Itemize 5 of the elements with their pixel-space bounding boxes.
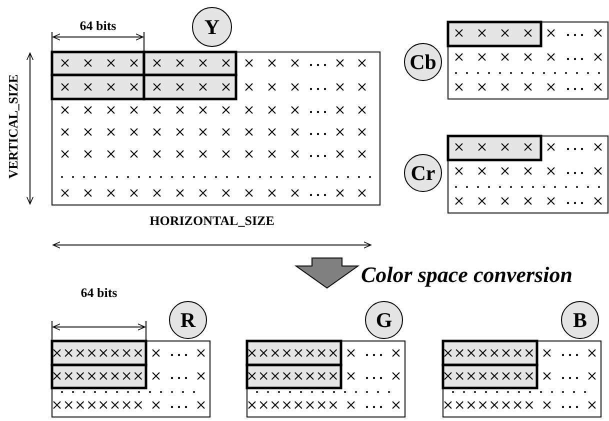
- step-label: Color space conversion: [361, 264, 572, 286]
- dimension-label: 64 bits: [80, 286, 118, 299]
- dimension-label: 64 bits: [78, 19, 118, 32]
- dimension-label: HORIZONTAL_SIZE: [148, 214, 276, 227]
- dimension-label: VERTICAL_SIZE: [6, 73, 20, 181]
